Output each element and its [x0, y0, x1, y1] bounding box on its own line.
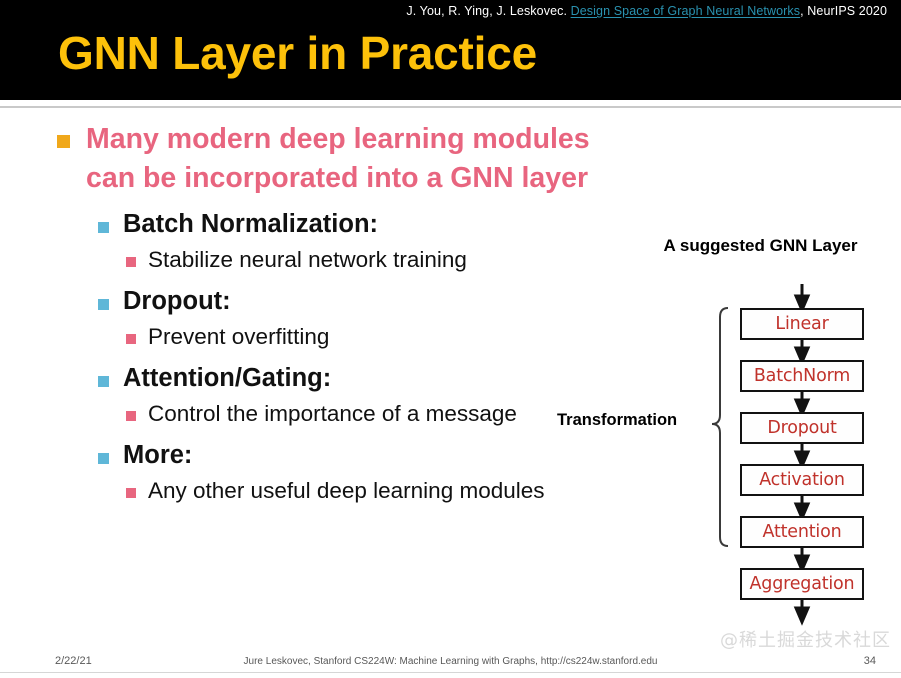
list-item-heading-2: Attention/Gating: — [0, 363, 640, 395]
detail-text: Any other useful deep learning modules — [148, 478, 545, 504]
citation-venue: , NeurIPS 2020 — [800, 4, 887, 18]
heading-text: More: — [123, 440, 193, 469]
list-item-heading-1: Dropout: — [0, 286, 640, 318]
list-item-detail-0: Stabilize neural network training — [0, 246, 640, 274]
detail-text: Prevent overfitting — [148, 324, 330, 350]
detail-text: Stabilize neural network training — [148, 247, 467, 273]
node-aggregation[interactable]: Aggregation — [740, 568, 864, 600]
square-bullet-icon — [98, 375, 109, 387]
gnn-layer-diagram: A suggested GNN Layer — [620, 236, 901, 636]
node-linear[interactable]: Linear — [740, 308, 864, 340]
main-bullet-row: Many modern deep learning modules can be… — [0, 120, 640, 198]
detail-text: Control the importance of a message — [148, 401, 517, 427]
square-bullet-icon — [126, 257, 136, 268]
footer-attribution: Jure Leskovec, Stanford CS224W: Machine … — [243, 656, 658, 667]
transformation-label: Transformation — [557, 411, 678, 429]
bullet-content: Many modern deep learning modules can be… — [0, 120, 640, 506]
heading-text: Attention/Gating: — [123, 363, 332, 392]
node-attention[interactable]: Attention — [740, 516, 864, 548]
square-bullet-icon — [126, 488, 136, 499]
paper-link[interactable]: Design Space of Graph Neural Networks — [570, 4, 801, 18]
list-item-detail-1: Prevent overfitting — [0, 323, 640, 351]
node-batchnorm[interactable]: BatchNorm — [740, 360, 864, 392]
title-band — [0, 0, 901, 100]
list-item-detail-3: Any other useful deep learning modules — [0, 477, 640, 505]
heading-text: Batch Normalization: — [123, 209, 379, 238]
square-bullet-icon — [126, 411, 136, 422]
square-bullet-icon — [98, 452, 109, 464]
square-bullet-icon — [98, 221, 109, 233]
square-bullet-icon — [98, 298, 109, 310]
list-item-heading-0: Batch Normalization: — [0, 209, 640, 241]
footer-page-number: 34 — [863, 655, 876, 667]
page-title: GNN Layer in Practice — [58, 27, 538, 79]
heading-text: Dropout: — [123, 286, 231, 315]
list-item-heading-3: More: — [0, 440, 640, 472]
citation-authors: J. You, R. Ying, J. Leskovec. — [406, 4, 571, 18]
square-bullet-icon — [126, 334, 136, 345]
citation-line: J. You, R. Ying, J. Leskovec. Design Spa… — [406, 4, 887, 18]
main-bullet-text: Many modern deep learning modules can be… — [86, 123, 590, 194]
header-divider — [0, 106, 901, 108]
watermark: @稀土掘金技术社区 — [720, 630, 891, 651]
diagram-title: A suggested GNN Layer — [663, 236, 858, 255]
square-bullet-icon — [57, 135, 70, 148]
node-activation[interactable]: Activation — [740, 464, 864, 496]
footer-date: 2/22/21 — [55, 655, 92, 667]
list-item-detail-2: Control the importance of a message — [0, 400, 640, 428]
node-dropout[interactable]: Dropout — [740, 412, 864, 444]
footer-divider — [0, 672, 901, 673]
